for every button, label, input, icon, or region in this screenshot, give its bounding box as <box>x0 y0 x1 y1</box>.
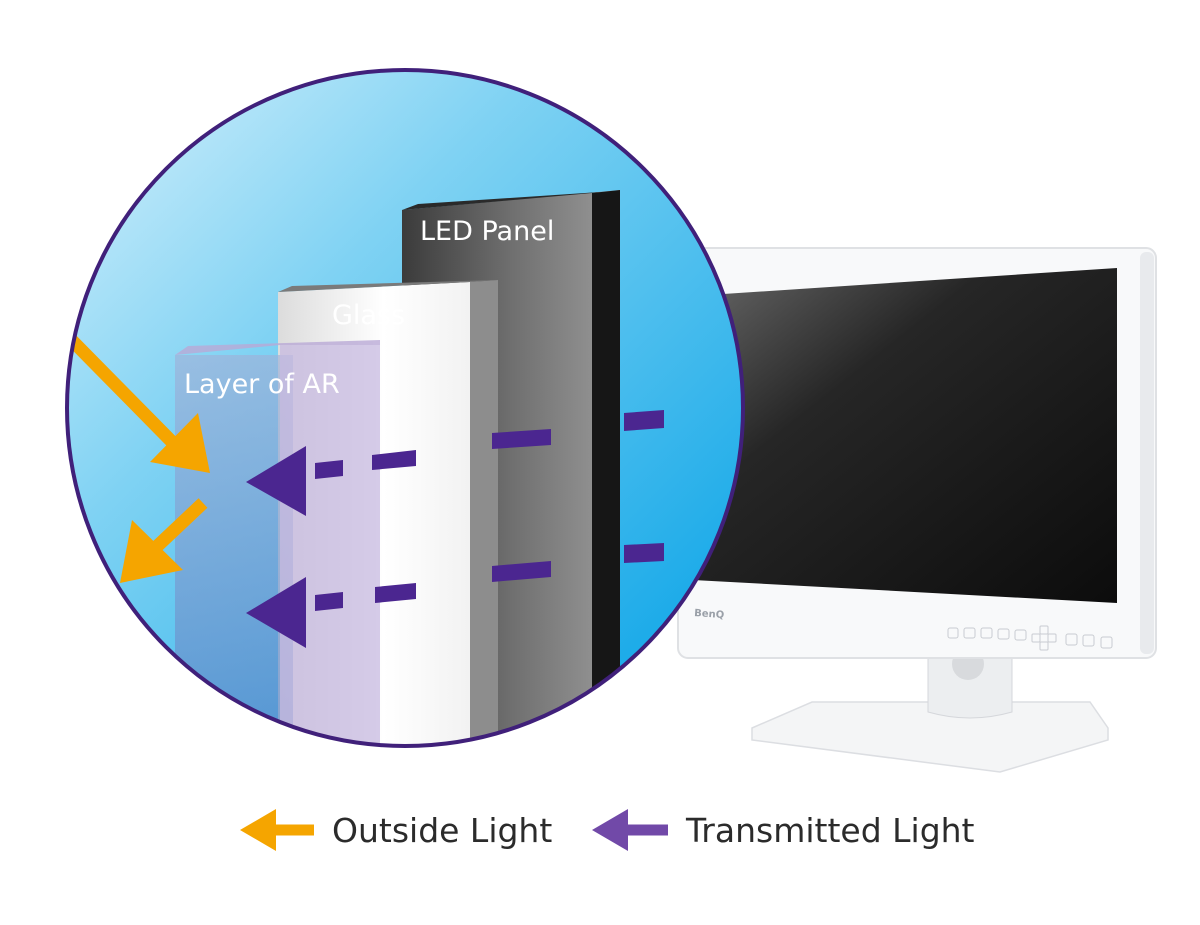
legend-transmitted-light: Transmitted Light <box>592 809 975 851</box>
legend-outside-light-label: Outside Light <box>332 811 552 850</box>
outside-light-arrow-icon <box>240 809 314 851</box>
monitor-control-buttons <box>947 625 1113 651</box>
ar-layer-label: Layer of AR <box>184 369 340 400</box>
glass-label: Glass <box>332 300 405 331</box>
monitor-screen <box>693 268 1117 603</box>
legend-transmitted-light-label: Transmitted Light <box>685 811 975 850</box>
legend: Outside Light Transmitted Light <box>240 809 975 851</box>
outside-light-arrows <box>67 303 210 583</box>
magnified-cross-section: LED Panel Glass Layer of AR <box>65 68 745 748</box>
magnifier-border <box>65 68 745 748</box>
led-panel-label: LED Panel <box>420 216 554 247</box>
ar-layer <box>175 340 380 746</box>
transmitted-light-dashes-upper <box>246 410 664 516</box>
monitor: BenQ <box>677 247 1157 773</box>
monitor-brand: BenQ <box>694 608 725 621</box>
legend-outside-light: Outside Light <box>240 809 552 851</box>
transmitted-light-arrow-icon <box>592 809 668 851</box>
transmitted-light-dashes-lower <box>246 543 664 648</box>
monitor-stand-neck <box>927 649 1013 719</box>
monitor-stand-base <box>751 701 1109 773</box>
